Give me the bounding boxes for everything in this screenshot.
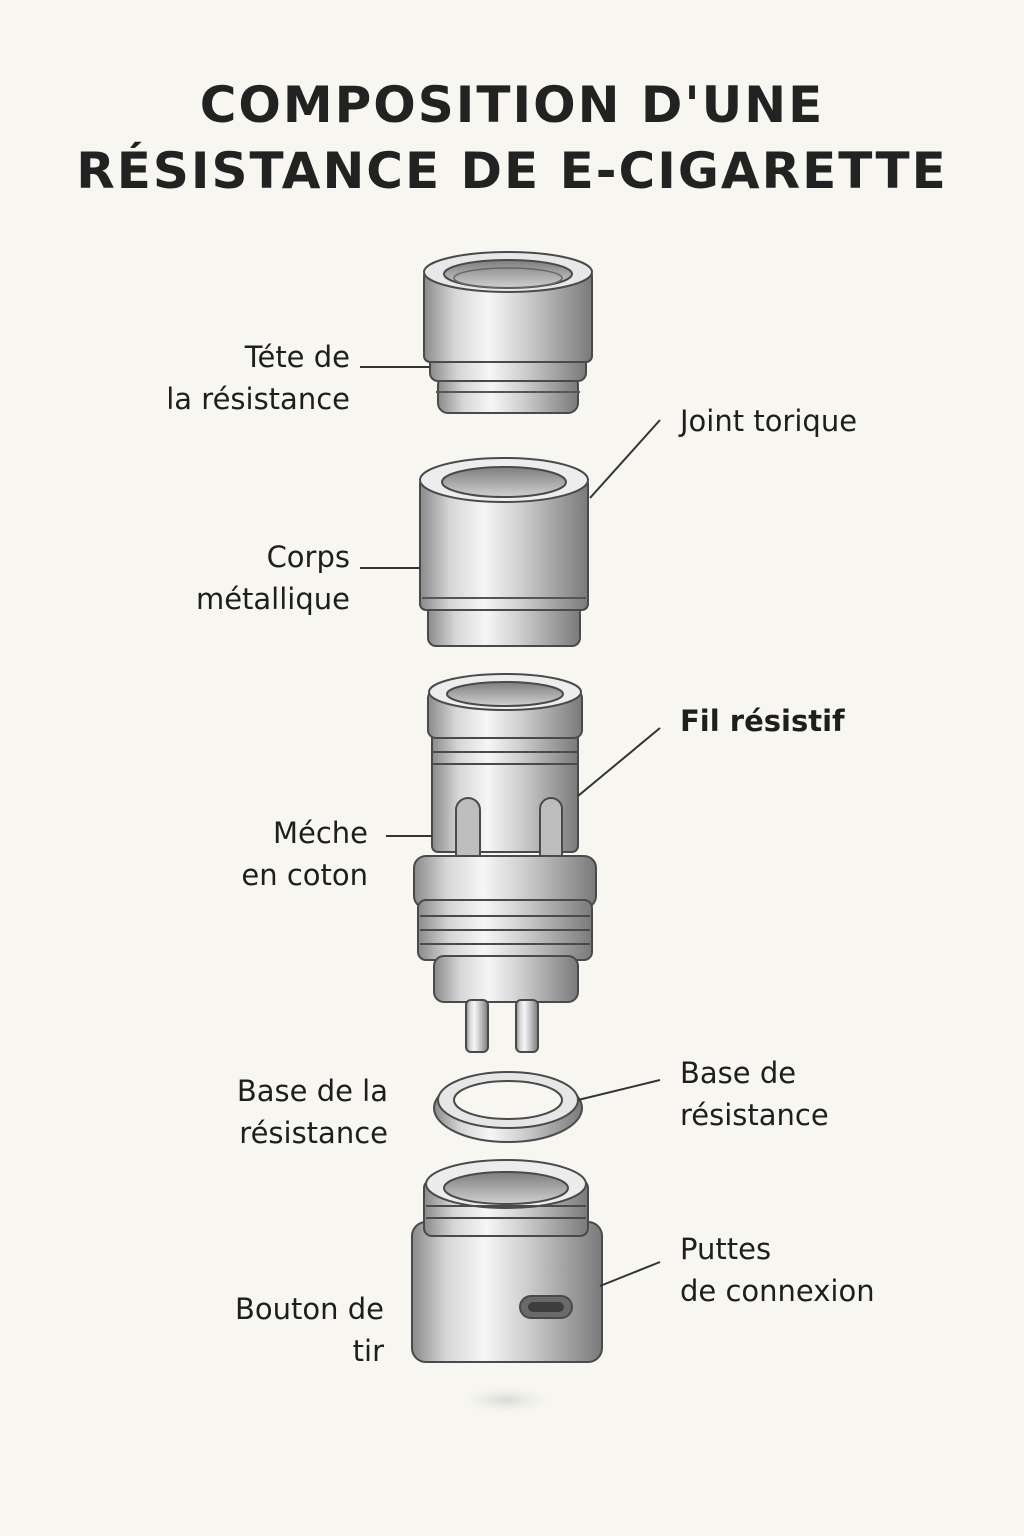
metal-body-part xyxy=(419,457,589,647)
leader-base-droite xyxy=(577,1079,661,1101)
label-base-resistance-gauche: Base de la résistance xyxy=(236,1074,388,1150)
label-fil-resistif: Fil résistif xyxy=(680,704,845,738)
label-bouton-tir: Bouton de tir xyxy=(235,1292,384,1368)
fire-button-part xyxy=(411,1159,603,1416)
leader-joint xyxy=(589,419,661,499)
title-line-1: COMPOSITION D'UNE xyxy=(199,76,825,134)
leader-puttes xyxy=(599,1261,661,1287)
ring-base-part xyxy=(433,1071,583,1143)
leader-lines xyxy=(360,366,661,1287)
label-base-resistance-droite: Base de résistance xyxy=(680,1056,829,1132)
coil-head-part xyxy=(423,251,593,414)
label-corps-metallique: Corps métallique xyxy=(195,540,350,616)
title-line-2: RÉSISTANCE DE E-CIGARETTE xyxy=(76,142,948,200)
leader-fil xyxy=(577,727,661,797)
label-puttes-connexion: Puttes de connexion xyxy=(680,1232,875,1308)
label-tete-resistance: Téte de la résistance xyxy=(166,340,350,416)
label-meche-coton: Méche en coton xyxy=(241,816,368,892)
label-joint-torique: Joint torique xyxy=(680,404,858,438)
coil-core-part xyxy=(413,673,597,1053)
page-title: COMPOSITION D'UNE RÉSISTANCE DE E-CIGARE… xyxy=(0,72,1024,204)
